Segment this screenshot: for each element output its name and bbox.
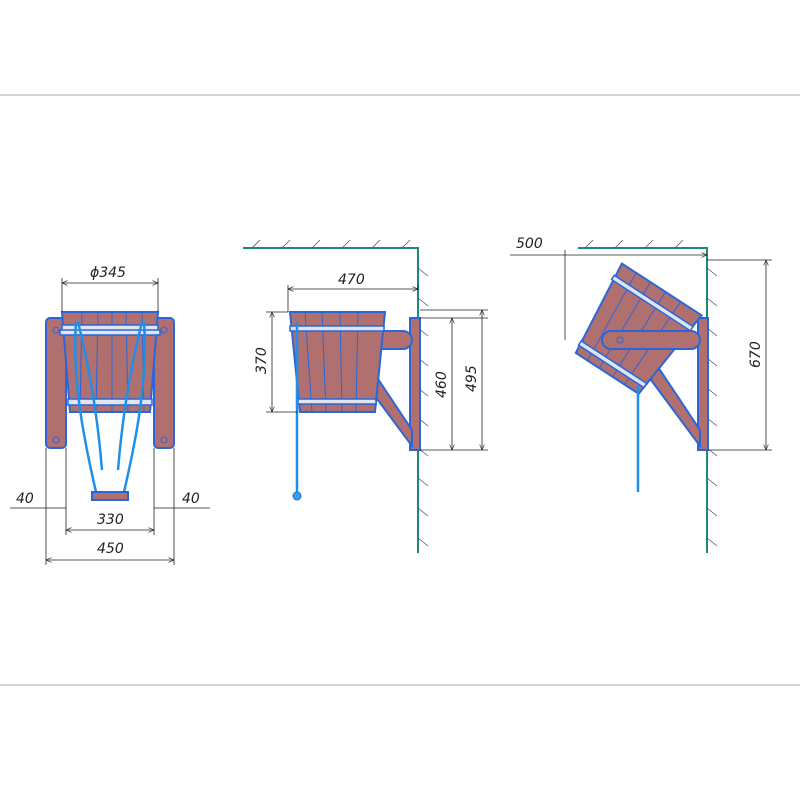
side-bottom-band bbox=[297, 398, 377, 405]
dim-left-margin-label: 40 bbox=[16, 491, 34, 507]
front-chain-right bbox=[122, 321, 147, 493]
left-post bbox=[45, 317, 67, 449]
front-view: ϕ345 40 40 330 450 bbox=[10, 265, 210, 565]
front-chain-right-b bbox=[116, 321, 144, 471]
tilted-arm-bolt bbox=[616, 336, 624, 344]
dim-diameter-label: ϕ345 bbox=[90, 265, 126, 281]
side-ceiling-hatch bbox=[251, 239, 411, 249]
dim-side-depth-label: 470 bbox=[338, 272, 365, 288]
front-chain-left bbox=[73, 321, 98, 493]
dim-tilted-depth-label: 500 bbox=[516, 236, 543, 252]
left-post-bolt bbox=[52, 326, 60, 334]
tilted-arm bbox=[601, 330, 701, 350]
dim-side-bracket-label: 460 bbox=[434, 371, 450, 398]
side-chain-end bbox=[292, 491, 302, 501]
side-top-band bbox=[289, 325, 385, 332]
front-crossbar bbox=[59, 329, 161, 336]
dim-inner-width-label: 330 bbox=[97, 512, 124, 528]
side-wall bbox=[243, 247, 419, 553]
dim-side-total-label: 495 bbox=[464, 365, 480, 392]
dim-side-height-label: 370 bbox=[254, 347, 270, 374]
right-post-bolt-lower bbox=[160, 436, 168, 444]
right-post-bolt bbox=[160, 326, 168, 334]
tilted-ceiling-hatch bbox=[584, 239, 684, 249]
tilted-view: 500 670 bbox=[510, 236, 772, 553]
tilted-wall bbox=[578, 247, 708, 553]
dim-total-width-label: 450 bbox=[97, 541, 124, 557]
side-view: 470 370 460 495 bbox=[243, 239, 488, 553]
dim-right-margin-label: 40 bbox=[182, 491, 200, 507]
front-bottom-band bbox=[67, 398, 153, 406]
front-handle bbox=[91, 491, 129, 501]
side-wall-plate bbox=[409, 317, 421, 451]
dim-tilted-height-label: 670 bbox=[748, 341, 764, 368]
right-post bbox=[153, 317, 175, 449]
front-chain-left-b bbox=[76, 321, 104, 471]
tilted-wall-plate bbox=[697, 317, 709, 451]
left-post-bolt-lower bbox=[52, 436, 60, 444]
